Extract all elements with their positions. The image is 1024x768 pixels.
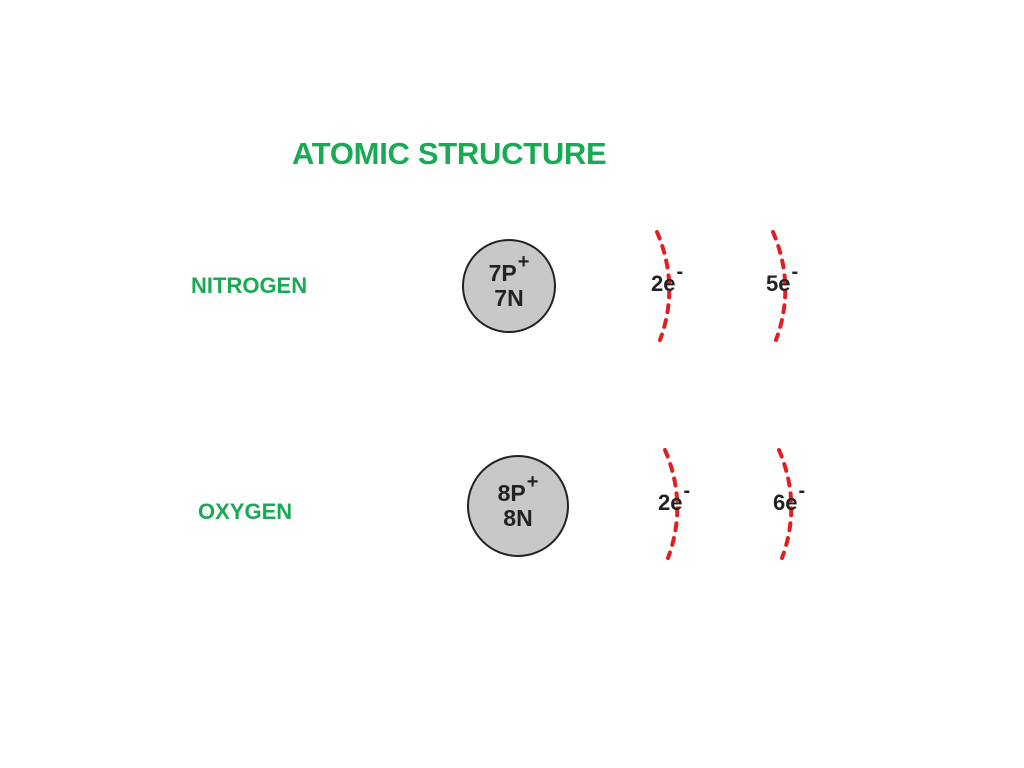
oxygen-shell-1-electrons: 2e- (658, 481, 690, 516)
oxygen-neutrons: 8N (503, 505, 533, 531)
oxygen-shell-2-count: 6e (773, 490, 798, 515)
oxygen-shell-2 (777, 448, 794, 560)
oxygen-proton-count: 8P (497, 480, 526, 506)
nitrogen-proton-count: 7P (488, 260, 517, 286)
nitrogen-neutrons: 7N (494, 285, 524, 311)
nitrogen-label: NITROGEN (191, 273, 308, 298)
oxygen-nucleus: 8P+ 8N (467, 455, 569, 557)
nitrogen-shell-1-count: 2e (651, 271, 676, 296)
page-title: ATOMIC STRUCTURE (292, 136, 607, 171)
oxygen-shell-2-charge: - (798, 480, 806, 502)
nitrogen-nucleus: 7P+ 7N (462, 239, 556, 333)
nitrogen-shell-2-count: 5e (766, 271, 791, 296)
oxygen-shell-1-charge: - (683, 480, 691, 502)
nitrogen-shell-2 (771, 230, 788, 342)
oxygen-shell-1 (663, 448, 680, 560)
oxygen-protons: 8P+ (497, 472, 539, 506)
nitrogen-shell-1 (655, 230, 672, 342)
nitrogen-shell-2-electrons: 5e- (766, 262, 798, 297)
nitrogen-protons: 7P+ (488, 252, 530, 286)
oxygen-shell-1-count: 2e (658, 490, 683, 515)
oxygen-proton-charge: + (526, 471, 539, 493)
nitrogen-shell-1-charge: - (676, 261, 684, 283)
nitrogen-shell-2-charge: - (791, 261, 799, 283)
nitrogen-proton-charge: + (517, 251, 530, 273)
nitrogen-shell-1-electrons: 2e- (651, 262, 683, 297)
oxygen-label: OXYGEN (198, 499, 293, 524)
oxygen-shell-2-electrons: 6e- (773, 481, 805, 516)
